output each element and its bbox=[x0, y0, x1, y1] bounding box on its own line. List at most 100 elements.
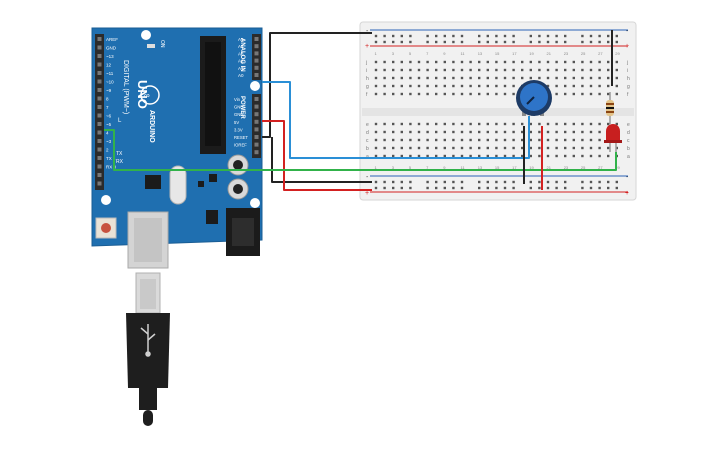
breadboard-hole[interactable] bbox=[426, 84, 429, 88]
breadboard-hole[interactable] bbox=[452, 76, 455, 80]
header-pin[interactable] bbox=[97, 113, 102, 118]
rail-hole[interactable] bbox=[607, 186, 610, 190]
breadboard-hole[interactable] bbox=[443, 60, 446, 64]
rail-hole[interactable] bbox=[392, 40, 395, 44]
rail-hole[interactable] bbox=[400, 186, 403, 190]
breadboard-hole[interactable] bbox=[495, 138, 498, 142]
rail-hole[interactable] bbox=[443, 34, 446, 38]
breadboard-hole[interactable] bbox=[555, 122, 558, 126]
breadboard-hole[interactable] bbox=[426, 122, 429, 126]
power-pin[interactable] bbox=[254, 142, 259, 147]
rail-hole[interactable] bbox=[409, 180, 412, 184]
rail-hole[interactable] bbox=[503, 34, 507, 38]
header-pin[interactable] bbox=[97, 181, 102, 186]
rail-hole[interactable] bbox=[374, 34, 378, 38]
breadboard-hole[interactable] bbox=[383, 154, 386, 158]
breadboard-hole[interactable] bbox=[486, 122, 489, 126]
breadboard-hole[interactable] bbox=[392, 122, 395, 126]
breadboard-hole[interactable] bbox=[555, 68, 558, 72]
breadboard-hole[interactable] bbox=[546, 138, 550, 142]
breadboard-hole[interactable] bbox=[443, 92, 446, 96]
breadboard-hole[interactable] bbox=[538, 76, 541, 80]
breadboard-hole[interactable] bbox=[435, 154, 438, 158]
breadboard-hole[interactable] bbox=[512, 68, 515, 72]
rail-hole[interactable] bbox=[400, 180, 403, 184]
breadboard-hole[interactable] bbox=[495, 122, 498, 126]
breadboard-hole[interactable] bbox=[383, 60, 386, 64]
breadboard-hole[interactable] bbox=[589, 60, 593, 64]
rail-hole[interactable] bbox=[486, 40, 489, 44]
breadboard-hole[interactable] bbox=[495, 154, 498, 158]
breadboard-hole[interactable] bbox=[521, 60, 524, 64]
breadboard-hole[interactable] bbox=[529, 60, 532, 64]
breadboard-hole[interactable] bbox=[486, 60, 489, 64]
rail-hole[interactable] bbox=[452, 34, 455, 38]
rail-hole[interactable] bbox=[435, 180, 438, 184]
breadboard-hole[interactable] bbox=[555, 84, 558, 88]
rail-hole[interactable] bbox=[443, 40, 446, 44]
breadboard-hole[interactable] bbox=[478, 68, 481, 72]
breadboard-hole[interactable] bbox=[443, 138, 446, 142]
breadboard-hole[interactable] bbox=[409, 146, 412, 150]
breadboard-hole[interactable] bbox=[521, 76, 524, 80]
breadboard-hole[interactable] bbox=[426, 76, 429, 80]
rail-hole[interactable] bbox=[452, 40, 455, 44]
breadboard-hole[interactable] bbox=[469, 84, 472, 88]
breadboard-hole[interactable] bbox=[607, 154, 610, 158]
analog-pin[interactable] bbox=[254, 73, 259, 77]
rail-hole[interactable] bbox=[383, 180, 386, 184]
wire-ground-bottom[interactable] bbox=[271, 137, 372, 183]
breadboard-hole[interactable] bbox=[529, 146, 532, 150]
breadboard-hole[interactable] bbox=[486, 138, 489, 142]
breadboard-hole[interactable] bbox=[374, 138, 378, 142]
led[interactable] bbox=[604, 124, 622, 152]
breadboard-hole[interactable] bbox=[555, 76, 558, 80]
breadboard-hole[interactable] bbox=[417, 92, 421, 96]
breadboard-hole[interactable] bbox=[435, 68, 438, 72]
breadboard-hole[interactable] bbox=[435, 92, 438, 96]
breadboard-hole[interactable] bbox=[512, 84, 515, 88]
breadboard-hole[interactable] bbox=[495, 68, 498, 72]
breadboard-hole[interactable] bbox=[564, 146, 567, 150]
rail-hole[interactable] bbox=[564, 186, 567, 190]
breadboard-hole[interactable] bbox=[572, 130, 575, 134]
breadboard-hole[interactable] bbox=[581, 130, 584, 134]
header-pin[interactable] bbox=[97, 62, 102, 67]
breadboard-hole[interactable] bbox=[435, 130, 438, 134]
breadboard-hole[interactable] bbox=[417, 60, 421, 64]
breadboard-hole[interactable] bbox=[529, 130, 532, 134]
breadboard-hole[interactable] bbox=[426, 154, 429, 158]
breadboard-hole[interactable] bbox=[409, 68, 412, 72]
breadboard-hole[interactable] bbox=[512, 76, 515, 80]
breadboard-hole[interactable] bbox=[426, 92, 429, 96]
breadboard-hole[interactable] bbox=[400, 68, 403, 72]
breadboard-hole[interactable] bbox=[460, 146, 464, 150]
breadboard-hole[interactable] bbox=[486, 84, 489, 88]
rail-hole[interactable] bbox=[478, 186, 481, 190]
breadboard-hole[interactable] bbox=[452, 154, 455, 158]
breadboard-hole[interactable] bbox=[409, 130, 412, 134]
header-pin[interactable] bbox=[97, 122, 102, 126]
breadboard-hole[interactable] bbox=[400, 146, 403, 150]
breadboard-hole[interactable] bbox=[478, 122, 481, 126]
breadboard-hole[interactable] bbox=[546, 76, 550, 80]
breadboard-hole[interactable] bbox=[400, 138, 403, 142]
breadboard-hole[interactable] bbox=[598, 68, 601, 72]
rail-hole[interactable] bbox=[503, 186, 507, 190]
rail-hole[interactable] bbox=[589, 34, 593, 38]
breadboard-hole[interactable] bbox=[409, 122, 412, 126]
breadboard-hole[interactable] bbox=[383, 130, 386, 134]
breadboard-hole[interactable] bbox=[417, 68, 421, 72]
breadboard-hole[interactable] bbox=[452, 138, 455, 142]
rail-hole[interactable] bbox=[409, 34, 412, 38]
breadboard-hole[interactable] bbox=[460, 76, 464, 80]
breadboard-hole[interactable] bbox=[572, 84, 575, 88]
breadboard-hole[interactable] bbox=[374, 130, 378, 134]
breadboard-hole[interactable] bbox=[589, 122, 593, 126]
rail-hole[interactable] bbox=[426, 34, 429, 38]
rail-hole[interactable] bbox=[495, 180, 498, 184]
rail-hole[interactable] bbox=[409, 186, 412, 190]
breadboard-hole[interactable] bbox=[392, 60, 395, 64]
rail-hole[interactable] bbox=[435, 40, 438, 44]
